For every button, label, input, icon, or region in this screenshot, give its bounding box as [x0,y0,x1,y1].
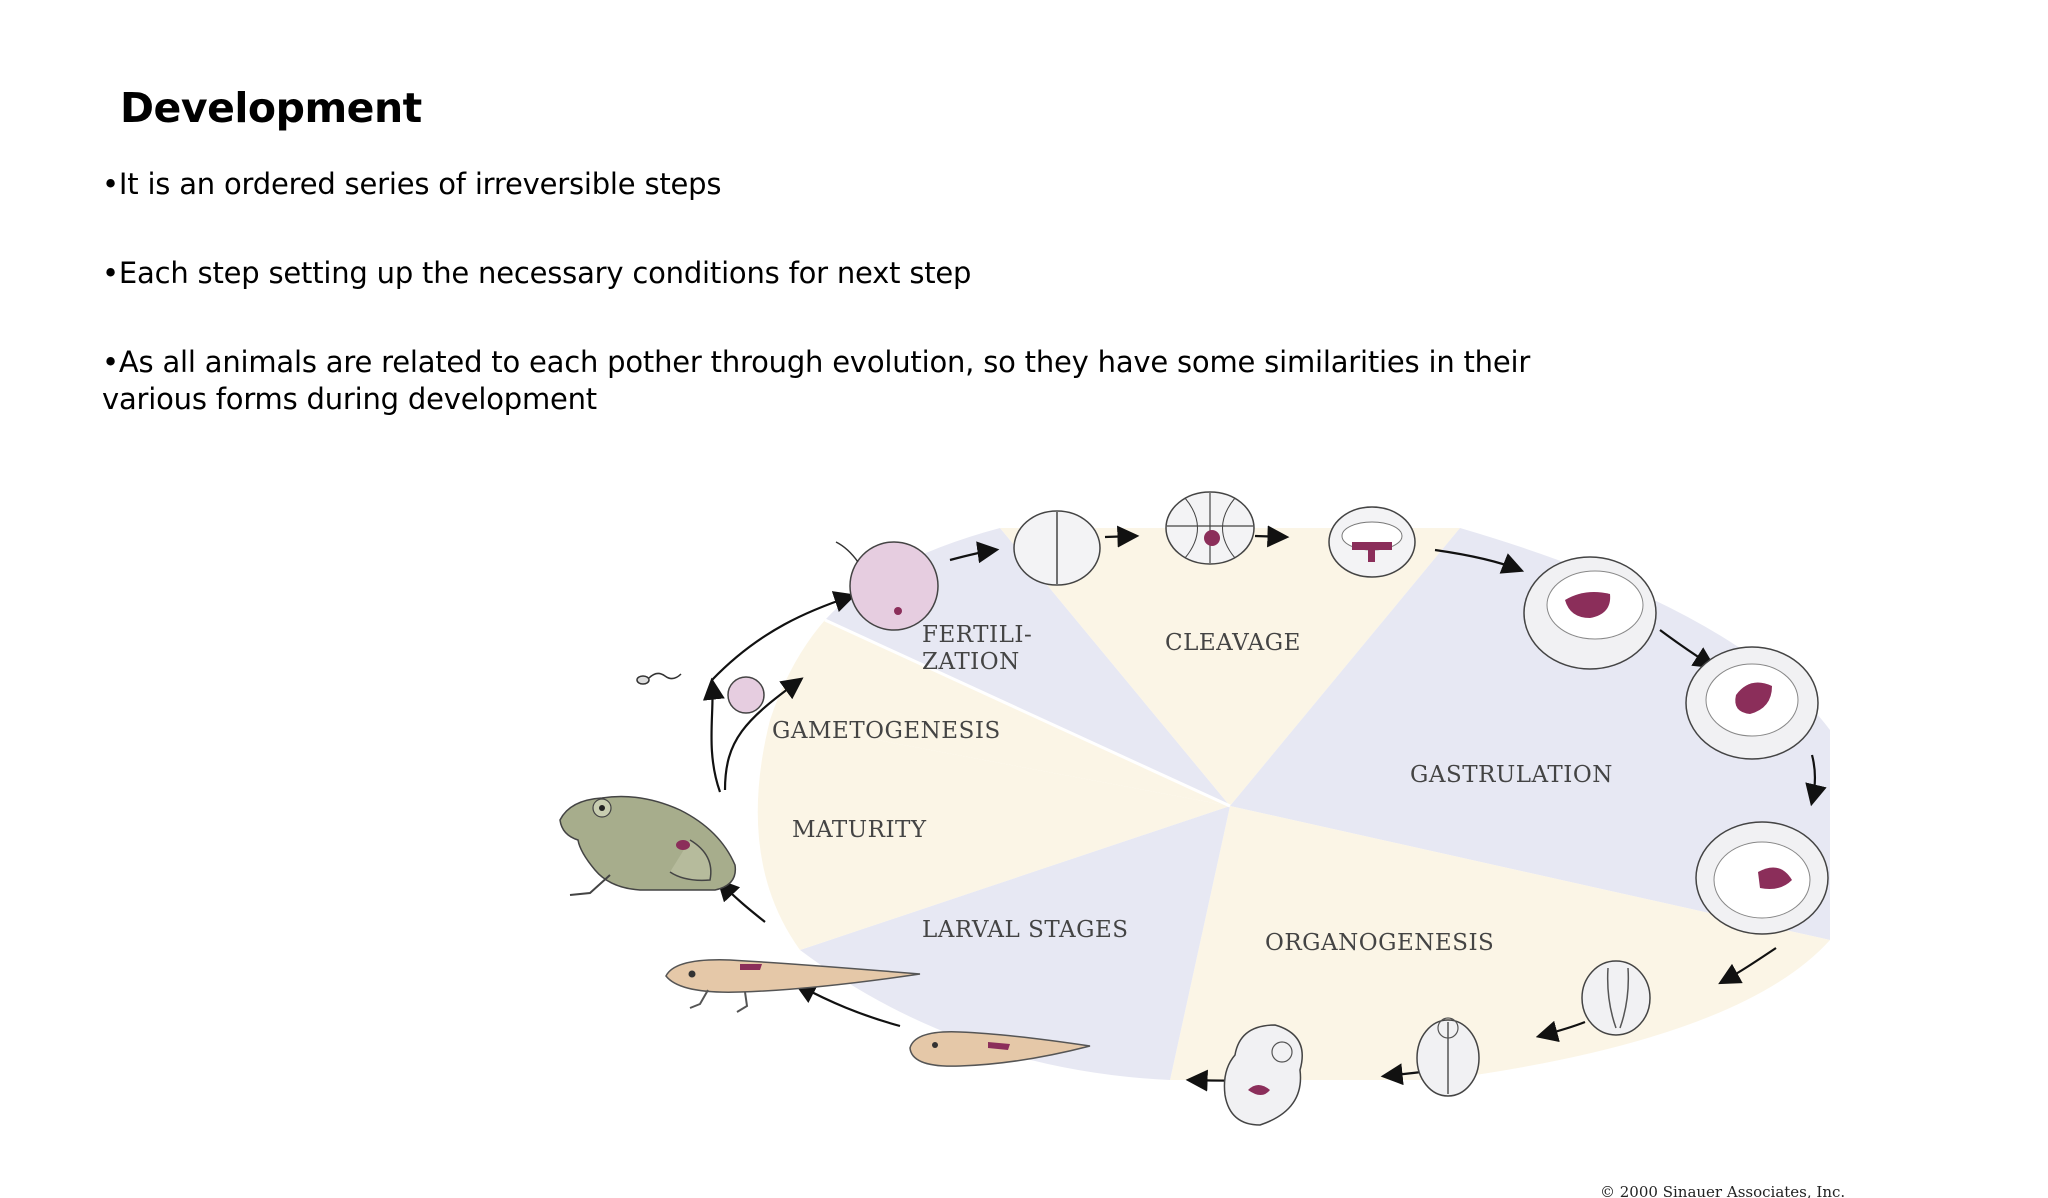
sector-organogenesis [1170,806,1830,1080]
label-gametogenesis: GAMETOGENESIS [772,718,1001,744]
slide-title: Development [120,84,422,132]
sector-gastrulation [1230,528,1830,940]
label-maturity: MATURITY [792,817,927,843]
sector-divider [824,618,1231,808]
label-larval-stages: LARVAL STAGES [922,917,1129,943]
bullet-3: •As all animals are related to each poth… [102,345,1531,416]
label-fertilization-line1: FERTILI- [922,622,1032,648]
cycle-sectors [757,528,1830,1080]
sector-maturity [757,720,1230,950]
sector-larval [800,806,1230,1080]
label-cleavage: CLEAVAGE [1165,630,1301,656]
tadpole-late-icon [665,959,921,1013]
tadpole-early-icon [909,1031,1091,1067]
cycle-diagram: FERTILI- ZATION CLEAVAGE GASTRULATION OR… [559,491,1845,1198]
sector-cleavage [1000,528,1460,806]
tailbud-embryo-icon [1223,1024,1303,1126]
gastrula-late-icon [1695,821,1829,935]
label-gastrulation: GASTRULATION [1410,762,1613,788]
fertilized-egg-icon [835,541,939,631]
sperm-icon [636,672,682,685]
two-cell-embryo-icon [1013,510,1101,586]
eight-cell-embryo-icon [1165,491,1255,565]
gastrula-early-icon [1523,556,1657,670]
oocyte-icon [727,676,765,714]
bullet-2: •Each step setting up the necessary cond… [102,256,972,290]
copyright-text: © 2000 Sinauer Associates, Inc. [1600,1183,1845,1198]
blastula-icon [1328,506,1416,578]
gastrula-mid-icon [1685,646,1819,760]
label-organogenesis: ORGANOGENESIS [1265,930,1494,956]
development-cycle-figure: FERTILI- ZATION CLEAVAGE GASTRULATION OR… [540,480,1870,1198]
neurula-icon [1581,960,1651,1036]
adult-frog-icon [559,795,737,896]
sector-gametogenesis [770,620,1230,806]
neural-tube-embryo-icon [1416,1017,1480,1097]
bullet-1: •It is an ordered series of irreversible… [102,167,722,201]
label-fertilization-line2: ZATION [922,649,1020,675]
